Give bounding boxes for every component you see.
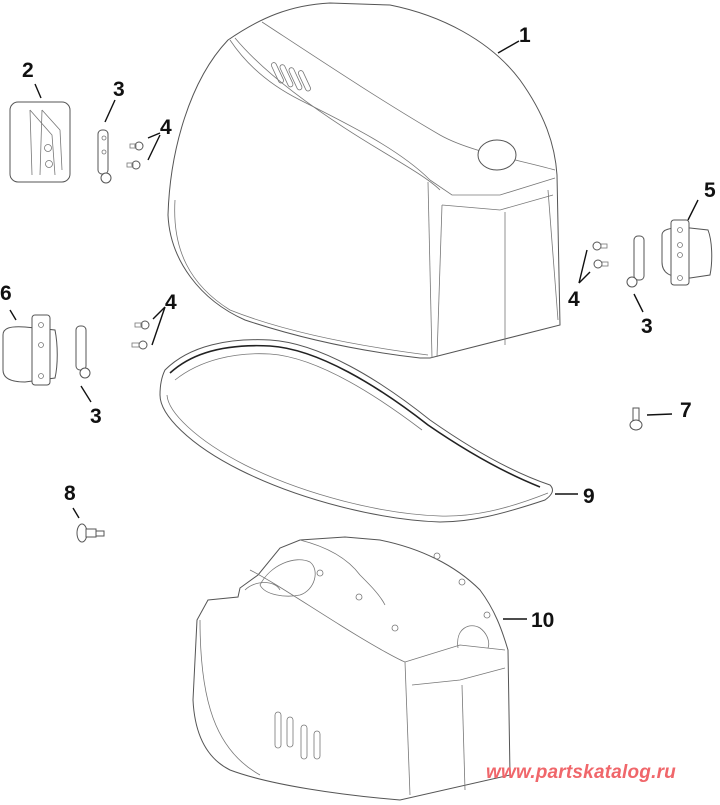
callout-4-c: 4	[165, 291, 177, 314]
callout-4-b: 4	[568, 288, 580, 311]
plug-part-8[interactable]	[76, 523, 105, 543]
callout-6: 6	[0, 282, 12, 305]
callout-3-b: 3	[641, 315, 653, 338]
screws-part-4-a[interactable]	[126, 141, 144, 170]
leader-lines	[9, 40, 699, 620]
lower-cowl-part-10[interactable]	[192, 536, 511, 801]
callout-3-a: 3	[113, 78, 125, 101]
screws-part-4-b[interactable]	[592, 241, 609, 269]
seal-part-9[interactable]	[159, 339, 553, 523]
upper-cowl-part-1[interactable]	[167, 2, 561, 359]
screw-part-7[interactable]	[629, 407, 643, 431]
screws-part-4-c[interactable]	[131, 320, 150, 350]
latch-part-5[interactable]	[661, 219, 713, 286]
latch-part-2[interactable]	[9, 101, 71, 183]
watermark-text: www.partskatalog.ru	[486, 762, 676, 783]
callout-3-c: 3	[90, 405, 102, 428]
callout-9: 9	[583, 485, 595, 508]
callout-2: 2	[22, 59, 34, 82]
callout-8: 8	[64, 482, 76, 505]
lever-part-3-b[interactable]	[626, 235, 645, 288]
callout-10: 10	[531, 609, 555, 632]
callout-1: 1	[519, 24, 531, 47]
callout-4-a: 4	[160, 116, 172, 139]
callout-7: 7	[680, 399, 692, 422]
latch-part-6[interactable]	[2, 314, 58, 386]
lever-part-3-c[interactable]	[75, 325, 91, 379]
callout-5: 5	[704, 179, 716, 202]
lever-part-3-a[interactable]	[97, 129, 112, 184]
